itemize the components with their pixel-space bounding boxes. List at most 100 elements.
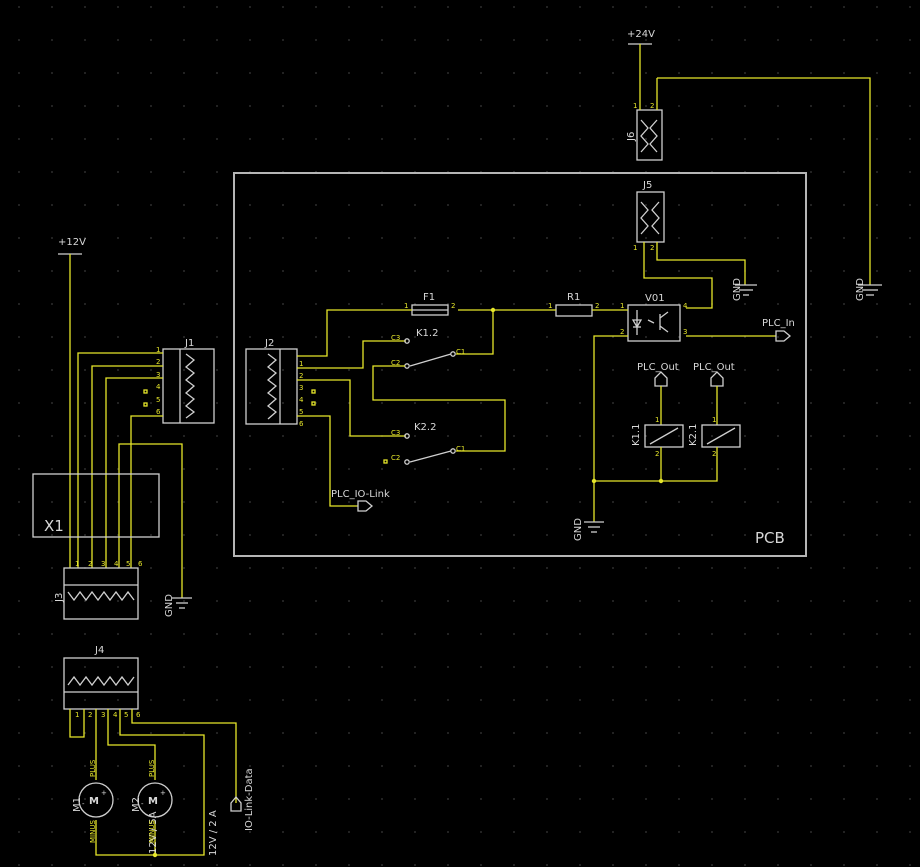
svg-text:J2: J2: [264, 338, 274, 349]
svg-text:5: 5: [156, 396, 160, 404]
svg-text:1: 1: [75, 560, 79, 568]
svg-text:PLC_Out: PLC_Out: [637, 362, 679, 373]
gnd-symbol-right[interactable]: GND: [855, 278, 882, 301]
connector-j4[interactable]: J4 1 2 3 4 5 6: [63, 645, 141, 719]
svg-text:PLUS: PLUS: [89, 759, 97, 777]
svg-text:2: 2: [650, 102, 654, 110]
svg-text:4: 4: [683, 302, 688, 310]
wire-coil-gnd-bus: [594, 447, 718, 482]
wire-j5-pin1: [643, 242, 713, 309]
svg-text:1: 1: [633, 244, 637, 252]
svg-text:1: 1: [404, 302, 408, 310]
svg-text:X1: X1: [44, 517, 64, 535]
j6-label: J6: [626, 132, 637, 142]
svg-text:MINUS: MINUS: [148, 820, 156, 843]
svg-text:C1: C1: [456, 348, 465, 356]
connector-j3[interactable]: J3 1 2 3 4 5 6: [54, 560, 143, 620]
svg-text:2: 2: [299, 372, 303, 380]
switch-k2-2[interactable]: K2.2 C3 C2 C1: [383, 422, 465, 465]
svg-text:2: 2: [156, 358, 160, 366]
optocoupler-v01[interactable]: V01 1 2 3 4: [620, 293, 688, 342]
svg-text:-: -: [82, 800, 85, 808]
svg-text:K1.2: K1.2: [416, 328, 438, 339]
svg-text:3: 3: [683, 328, 687, 336]
wire-j6-gnd: [657, 77, 871, 285]
junction-minus: [152, 852, 158, 858]
pcb-label: PCB: [755, 529, 785, 547]
relay-coil-k2-1[interactable]: K2.1 1 2: [688, 416, 741, 458]
wire-k1-k2: [372, 365, 506, 452]
wire-j1-pin6: [130, 415, 163, 568]
wire-j1-pin2: [91, 365, 163, 568]
motor-m1[interactable]: M + - M1 PLUS MINUS 12V / 5A: [72, 759, 159, 854]
svg-text:GND: GND: [164, 594, 175, 617]
svg-text:3: 3: [101, 711, 105, 719]
svg-text:4: 4: [113, 711, 118, 719]
svg-text:C1: C1: [456, 445, 465, 453]
svg-text:12V / 5A: 12V / 5A: [148, 811, 159, 854]
gnd-symbol-pcb[interactable]: GND: [573, 518, 604, 541]
gnd-symbol-j5[interactable]: GND: [732, 278, 757, 301]
svg-text:M: M: [89, 796, 99, 807]
svg-text:GND: GND: [855, 278, 866, 301]
wire-j4-m2-plus: [107, 709, 156, 780]
svg-text:J4: J4: [94, 645, 104, 656]
svg-text:6: 6: [299, 420, 304, 428]
svg-text:K2.2: K2.2: [414, 422, 436, 433]
svg-text:+12V: +12V: [58, 237, 86, 248]
wire-k1-c1: [456, 310, 494, 355]
svg-text:3: 3: [101, 560, 105, 568]
svg-text:2: 2: [655, 450, 659, 458]
supply-24v[interactable]: +24V: [627, 29, 655, 100]
net-plc-out-1[interactable]: PLC_Out: [637, 362, 679, 387]
net-io-link-data[interactable]: IO-Link-Data: [230, 768, 255, 831]
wire-j3-gnd: [118, 443, 183, 598]
svg-text:1: 1: [633, 102, 637, 110]
svg-text:1: 1: [156, 346, 160, 354]
svg-text:V01: V01: [645, 293, 665, 304]
svg-text:C3: C3: [391, 334, 400, 342]
junction-f1: [490, 307, 496, 313]
wire-j1-pin3: [105, 377, 163, 568]
svg-text:6: 6: [156, 408, 161, 416]
connector-j1[interactable]: J1 1 2 3 4 5 6: [143, 338, 215, 424]
svg-text:-: -: [141, 800, 144, 808]
svg-text:K1.1: K1.1: [631, 424, 642, 446]
gnd-symbol-j3[interactable]: GND: [164, 594, 192, 617]
svg-text:J3: J3: [54, 593, 65, 603]
svg-text:1: 1: [655, 416, 659, 424]
net-plc-io-link[interactable]: PLC_IO-Link: [331, 489, 390, 512]
wire-j2-pin3: [297, 379, 406, 437]
svg-text:1: 1: [75, 711, 79, 719]
junction-coils: [658, 478, 664, 484]
wire-v01-gnd: [593, 335, 628, 522]
connector-j2[interactable]: J2 1 2 3 4 5 6: [245, 338, 316, 428]
wire-j5-pin2: [656, 242, 746, 285]
motor-m2[interactable]: M + - M2 PLUS MINUS 12V / 2 A: [131, 759, 219, 856]
svg-text:4: 4: [156, 383, 161, 391]
net-plc-in[interactable]: PLC_In: [762, 318, 795, 342]
wire-j4-loop: [69, 709, 85, 738]
svg-text:1: 1: [548, 302, 552, 310]
wire-j2-pin1: [297, 309, 412, 357]
connector-x1[interactable]: X1: [32, 473, 160, 538]
wire-j1-pin1: [77, 352, 163, 568]
svg-text:J1: J1: [184, 338, 194, 349]
relay-coil-k1-1[interactable]: K1.1 1 2: [631, 416, 684, 458]
svg-text:F1: F1: [423, 292, 435, 303]
wire-j4-minus: [95, 709, 205, 856]
svg-text:M1: M1: [72, 797, 83, 812]
connector-j6[interactable]: 1 2 J6: [626, 78, 663, 161]
svg-text:+: +: [160, 789, 166, 797]
net-plc-out-2[interactable]: PLC_Out: [693, 362, 735, 387]
svg-text:2: 2: [595, 302, 599, 310]
svg-text:1: 1: [299, 360, 303, 368]
svg-text:5: 5: [126, 560, 130, 568]
svg-text:PLC_IO-Link: PLC_IO-Link: [331, 489, 390, 500]
svg-text:C2: C2: [391, 454, 400, 462]
connector-j5[interactable]: J5 1 2: [633, 180, 665, 252]
svg-text:PLC_In: PLC_In: [762, 318, 795, 329]
svg-text:MINUS: MINUS: [89, 820, 97, 843]
